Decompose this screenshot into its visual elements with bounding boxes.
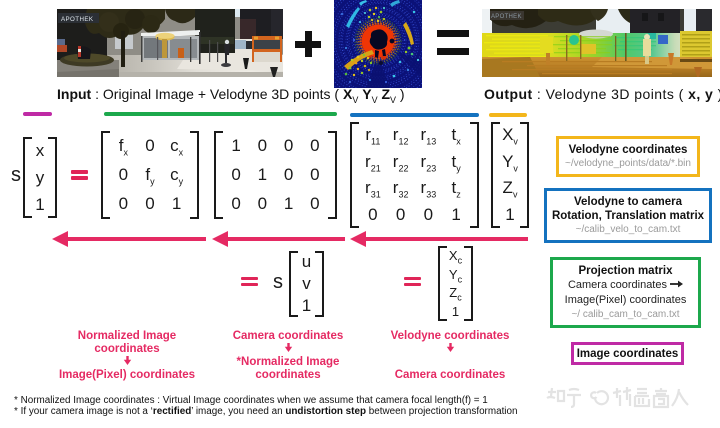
svg-text:APOTHEK: APOTHEK bbox=[61, 16, 94, 23]
svg-text:APOTHEK: APOTHEK bbox=[491, 14, 522, 20]
